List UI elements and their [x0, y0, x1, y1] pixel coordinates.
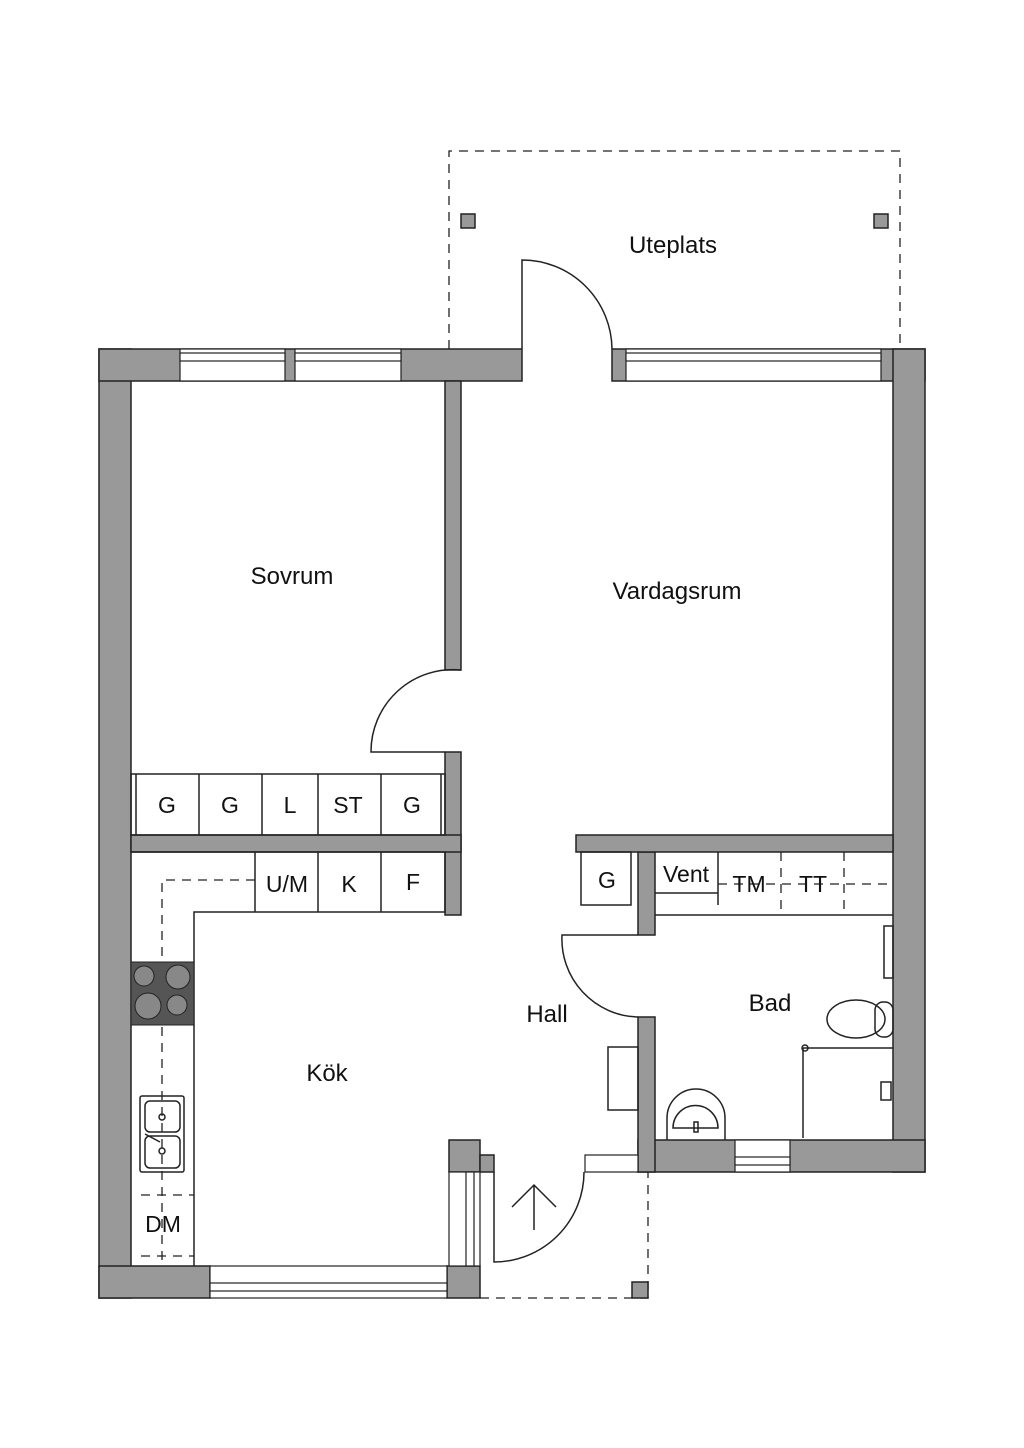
washbasin-icon	[666, 1088, 726, 1140]
windows	[179, 348, 882, 1299]
storage-label: G	[158, 792, 176, 818]
entrance-post	[631, 1281, 649, 1299]
storage-label: G	[221, 792, 239, 818]
patio-outline	[448, 150, 901, 349]
stove-icon	[130, 961, 195, 1026]
sink-icon	[139, 1095, 185, 1173]
hall-shelf	[607, 1046, 639, 1111]
room-label-vardagsrum: Vardagsrum	[613, 578, 742, 605]
storage-label: Vent	[663, 861, 710, 887]
storage-label: F	[406, 869, 420, 895]
room-label-bad: Bad	[749, 990, 792, 1017]
bath-utilities	[655, 852, 893, 916]
kitchen-counter	[131, 851, 446, 1266]
walls	[98, 348, 926, 1299]
entrance-arrow-icon	[511, 1183, 557, 1230]
storage-label: TM	[732, 871, 765, 897]
entrance-outline	[480, 1172, 649, 1299]
hall-closet	[580, 851, 632, 906]
storage-label: DM	[145, 1211, 181, 1237]
radiator-icon	[883, 925, 894, 979]
room-label-hall: Hall	[526, 1001, 567, 1028]
doors	[370, 259, 639, 1263]
storage-label: L	[284, 792, 297, 818]
storage-label: U/M	[266, 871, 308, 897]
room-label-kok: Kök	[306, 1060, 348, 1087]
storage-label: G	[598, 867, 616, 893]
storage-label: K	[341, 871, 357, 897]
storage-label: TT	[799, 871, 827, 897]
wardrobe-row-sovrum	[130, 773, 446, 836]
storage-label: ST	[333, 792, 362, 818]
shower-icon	[801, 1044, 893, 1138]
room-label-uteplats: Uteplats	[629, 232, 717, 259]
room-label-sovrum: Sovrum	[251, 563, 334, 590]
storage-label: G	[403, 792, 421, 818]
toilet-icon	[826, 999, 894, 1039]
